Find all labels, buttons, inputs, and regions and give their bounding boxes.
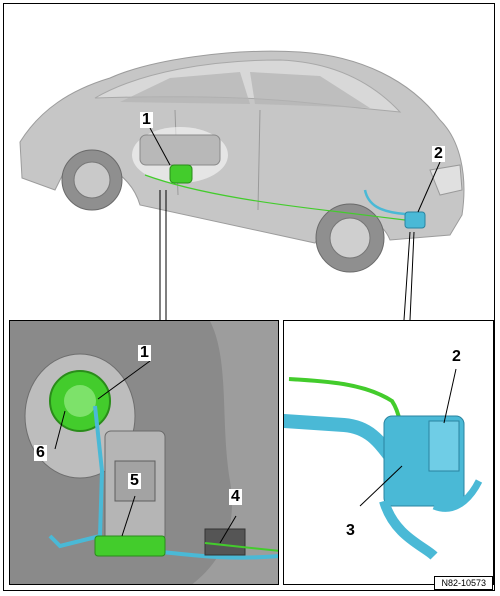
inset-fuel-tank: 1 6 5 4 [9, 320, 279, 585]
callout-1: 1 [140, 111, 153, 128]
fuel-pump-unit [10, 321, 278, 584]
inset-callout-3: 3 [344, 522, 357, 539]
inset-callout-1: 1 [138, 344, 151, 361]
diagram-frame [3, 3, 495, 591]
inset-callout-6: 6 [34, 444, 47, 461]
reference-code: N82-10573 [434, 576, 493, 590]
callout-2: 2 [432, 145, 445, 162]
inset-callout-5: 5 [128, 472, 141, 489]
inset-callout-4: 4 [229, 488, 242, 505]
inset-callout-2: 2 [450, 348, 463, 365]
inset-front-module: 2 3 [283, 320, 494, 585]
activated-charcoal-filter [284, 321, 493, 584]
